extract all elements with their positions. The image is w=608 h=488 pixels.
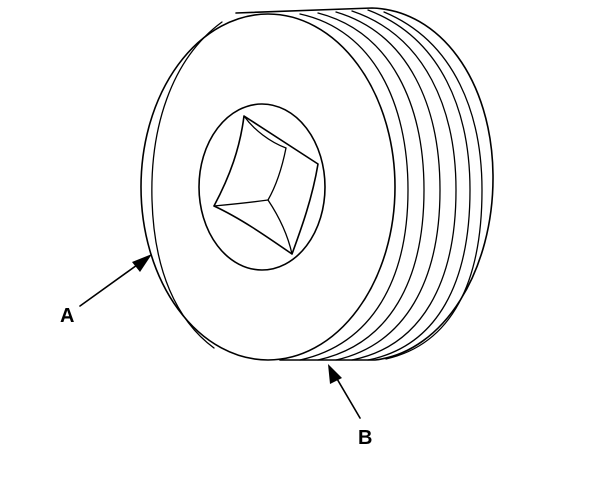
thread-ring-3 <box>335 11 441 361</box>
callout-b-label: B <box>358 427 372 449</box>
plug-front-face <box>140 13 396 361</box>
callout-a-arrowhead <box>132 254 152 272</box>
callout-a: A <box>60 254 152 327</box>
socket-inner-hex <box>213 115 319 255</box>
socket-inner-facet-1 <box>243 115 287 149</box>
plug-front-chamfer <box>151 21 223 349</box>
socket-opening <box>198 103 326 271</box>
thread-ring-5 <box>367 9 471 361</box>
thread-ring-2 <box>317 12 425 361</box>
socket-inner-facet-2 <box>267 147 287 201</box>
hex-socket <box>198 103 326 271</box>
callout-a-label: A <box>60 305 74 327</box>
socket-inner-facet-3 <box>213 199 269 207</box>
socket-inner-facet-4 <box>267 199 293 255</box>
callout-a-leader <box>79 259 145 307</box>
plug-outer-silhouette <box>235 7 494 361</box>
callout-b: B <box>328 364 372 449</box>
plug-body <box>140 7 494 361</box>
callout-b-arrowhead <box>328 364 342 384</box>
thread-ring-4 <box>351 10 457 361</box>
thread-rings <box>299 9 483 361</box>
thread-ring-1 <box>299 13 409 361</box>
thread-ring-6 <box>383 11 483 360</box>
